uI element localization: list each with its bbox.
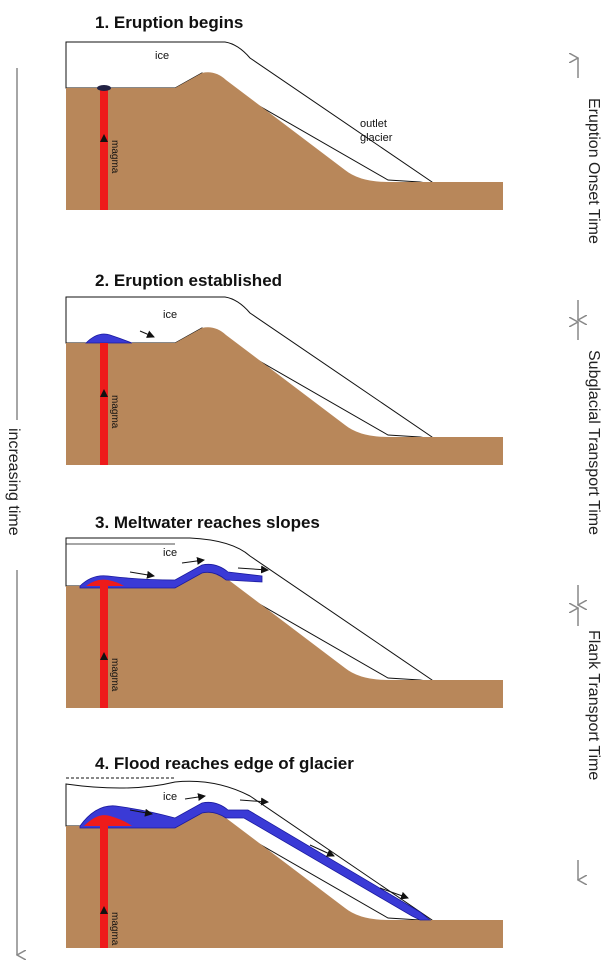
- lava-mound: [86, 579, 124, 586]
- flow-arrow-3: [239, 797, 269, 806]
- panel-2: 2. Eruption established magma ice: [65, 271, 503, 465]
- flow-arrow-4: [309, 844, 335, 857]
- panel-4: 4. Flood reaches edge of glacier magma i…: [65, 754, 503, 948]
- time-axis: increasing time: [3, 68, 31, 955]
- phase-3-label: Flank Transport Time: [585, 630, 602, 780]
- ground-profile: [66, 72, 503, 210]
- flow-arrow-1: [129, 808, 153, 817]
- magma-conduit: [100, 88, 108, 210]
- meltwater-pool: [85, 333, 133, 344]
- phase-2-label: Subglacial Transport Time: [585, 350, 602, 535]
- ice-sheet: [65, 537, 433, 683]
- phase-brackets: Eruption Onset Time Subglacial Transport…: [578, 58, 602, 880]
- panel-1-title: 1. Eruption begins: [95, 13, 243, 32]
- flow-arrow-5: [379, 887, 409, 900]
- ice-label: ice: [163, 791, 177, 803]
- time-axis-label: increasing time: [5, 428, 22, 536]
- flow-arrow-2: [184, 793, 206, 801]
- ground-profile: [66, 810, 503, 948]
- magma-conduit: [100, 826, 108, 948]
- magma-label: magma: [109, 912, 120, 946]
- panel-2-title: 2. Eruption established: [95, 271, 282, 290]
- meltwater-lake: [79, 801, 432, 921]
- flow-arrow-3: [237, 565, 269, 574]
- phase-1-label: Eruption Onset Time: [585, 98, 602, 244]
- ice-label: ice: [163, 547, 177, 559]
- panel-3-title: 3. Meltwater reaches slopes: [95, 513, 320, 532]
- magma-label: magma: [109, 395, 120, 429]
- magma-conduit: [100, 343, 108, 465]
- ice-label: ice: [155, 50, 169, 62]
- time-label-bg: [3, 420, 31, 570]
- eruption-vent: [97, 85, 111, 91]
- ice-label: ice: [163, 309, 177, 321]
- panel-1: 1. Eruption begins magma ice outlet glac…: [65, 13, 503, 210]
- lava-mound: [84, 815, 132, 826]
- panel-3: 3. Meltwater reaches slopes magma ice: [65, 513, 503, 708]
- outlet-glacier-label: outlet glacier: [360, 118, 393, 144]
- outlet-glacier-line-2: glacier: [360, 132, 393, 144]
- magma-conduit: [100, 586, 108, 708]
- outlet-glacier-line-1: outlet: [360, 118, 387, 130]
- magma-label: magma: [109, 140, 120, 174]
- ground-profile: [66, 570, 503, 708]
- ground-profile: [66, 327, 503, 465]
- flow-arrow-1: [129, 570, 155, 579]
- flow-arrow: [139, 330, 155, 338]
- panel-4-title: 4. Flood reaches edge of glacier: [95, 754, 354, 773]
- meltwater-channel: [79, 563, 263, 589]
- magma-label: magma: [109, 658, 120, 692]
- flow-arrow-2: [181, 556, 205, 565]
